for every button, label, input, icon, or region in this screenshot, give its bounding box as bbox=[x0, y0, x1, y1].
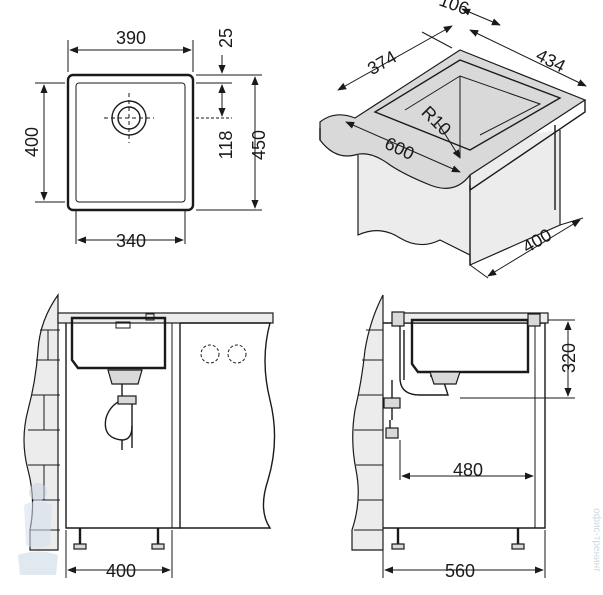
watermark-text: офис-тренинг bbox=[591, 508, 603, 572]
mascot-logo-icon bbox=[18, 483, 58, 575]
sink-inner-bowl bbox=[75, 82, 186, 203]
iso-top-width-label: 374 bbox=[364, 47, 400, 79]
isometric-view: R10 106 374 434 600 400 bbox=[319, 0, 587, 279]
top-height-label: 400 bbox=[22, 127, 42, 157]
iso-right-width-label: 434 bbox=[533, 45, 569, 76]
side-bowl-depth-label: 320 bbox=[559, 343, 579, 373]
watermark: офис-тренинг bbox=[18, 483, 603, 575]
sink-outer-rim bbox=[66, 73, 195, 212]
front-sink-bowl bbox=[70, 316, 167, 370]
front-view: 400 bbox=[23, 293, 276, 581]
front-cabinet bbox=[65, 323, 181, 529]
side-cabinet bbox=[383, 322, 546, 529]
top-width-inner-label: 340 bbox=[116, 231, 146, 251]
top-width-outer-label: 390 bbox=[116, 28, 146, 48]
side-cabinet-depth-label: 560 bbox=[445, 561, 475, 581]
top-view: 390 340 400 25 118 450 bbox=[22, 28, 269, 251]
dim-450-label: 450 bbox=[249, 130, 269, 160]
front-cabinet-width-label: 400 bbox=[106, 561, 136, 581]
iso-depth-label: 106 bbox=[437, 0, 472, 19]
side-sink-bowl bbox=[410, 318, 530, 374]
dim-25-label: 25 bbox=[216, 28, 236, 48]
dim-118-label: 118 bbox=[216, 131, 236, 160]
side-drain-offset-label: 480 bbox=[453, 460, 483, 480]
side-view: 320 480 560 bbox=[351, 294, 579, 581]
side-wall bbox=[351, 294, 384, 551]
